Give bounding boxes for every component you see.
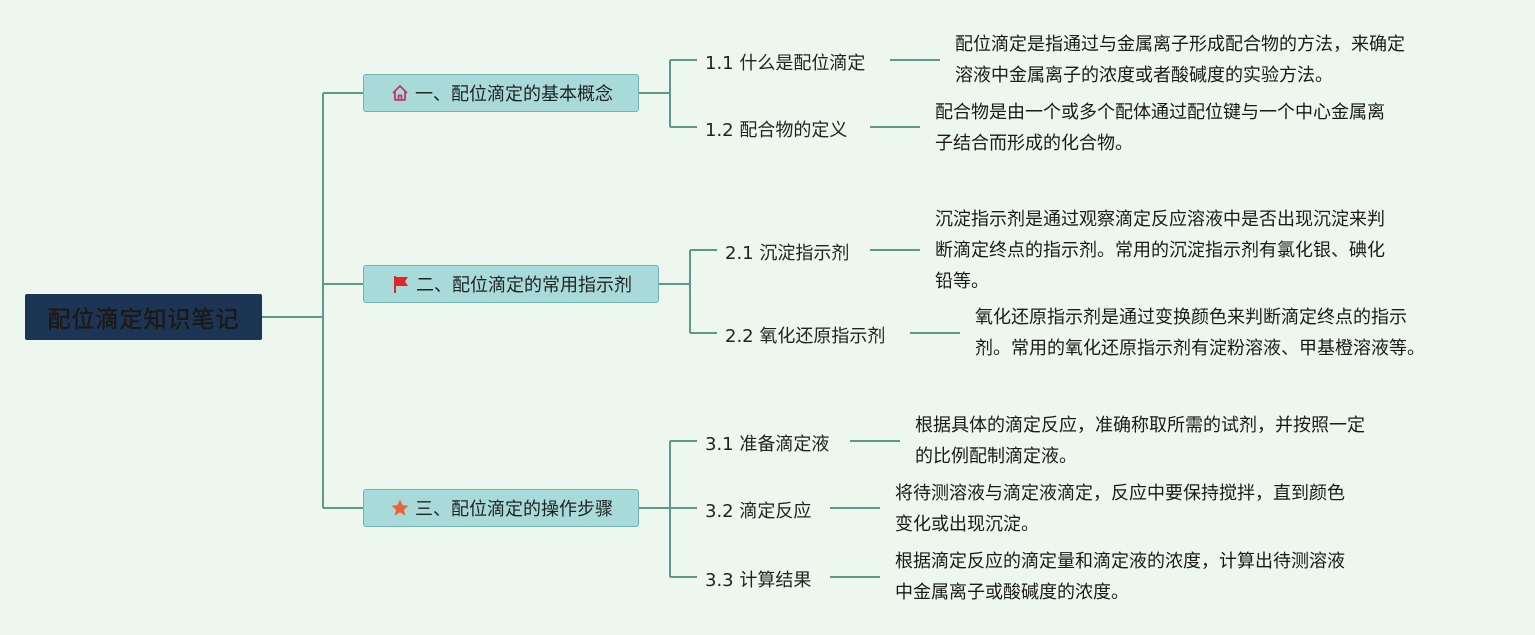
root-title: 配位滴定知识笔记 [47, 307, 240, 333]
desc-1-2: 配合物是由一个或多个配体通过配位键与一个中心金属离 子结合而形成的化合物。 [935, 97, 1385, 159]
desc-line: 剂。常用的氧化还原指示剂有淀粉溶液、甲基橙溶液等。 [975, 338, 1425, 359]
home-icon [389, 82, 411, 104]
sub-node-3-1[interactable]: 3.1 准备滴定液 [705, 434, 830, 455]
desc-line: 子结合而形成的化合物。 [935, 133, 1133, 154]
desc-line: 根据具体的滴定反应，准确称取所需的试剂，并按照一定 [915, 415, 1365, 436]
desc-line: 变化或出现沉淀。 [895, 514, 1039, 535]
branch-label: 三、配位滴定的操作步骤 [415, 499, 613, 520]
star-icon [389, 497, 411, 519]
branch-node-3[interactable]: 三、配位滴定的操作步骤 [363, 489, 639, 527]
desc-line: 氧化还原指示剂是通过变换颜色来判断滴定终点的指示 [975, 307, 1407, 328]
desc-line: 的比例配制滴定液。 [915, 446, 1077, 467]
desc-3-1: 根据具体的滴定反应，准确称取所需的试剂，并按照一定 的比例配制滴定液。 [915, 410, 1365, 472]
branch-label: 一、配位滴定的基本概念 [415, 84, 613, 105]
sub-node-3-3[interactable]: 3.3 计算结果 [705, 570, 812, 591]
desc-line: 沉淀指示剂是通过观察滴定反应溶液中是否出现沉淀来判 [935, 209, 1385, 230]
desc-line: 配位滴定是指通过与金属离子形成配合物的方法，来确定 [955, 34, 1405, 55]
sub-node-1-1[interactable]: 1.1 什么是配位滴定 [705, 53, 866, 74]
desc-2-1: 沉淀指示剂是通过观察滴定反应溶液中是否出现沉淀来判 断滴定终点的指示剂。常用的沉… [935, 204, 1385, 297]
desc-line: 根据滴定反应的滴定量和滴定液的浓度，计算出待测溶液 [895, 551, 1345, 572]
desc-line: 中金属离子或酸碱度的浓度。 [895, 582, 1129, 603]
sub-node-1-2[interactable]: 1.2 配合物的定义 [705, 120, 848, 141]
desc-line: 断滴定终点的指示剂。常用的沉淀指示剂有氯化银、碘化 [935, 240, 1385, 261]
desc-1-1: 配位滴定是指通过与金属离子形成配合物的方法，来确定 溶液中金属离子的浓度或者酸碱… [955, 29, 1405, 91]
sub-node-2-2[interactable]: 2.2 氧化还原指示剂 [725, 326, 886, 347]
sub-node-3-2[interactable]: 3.2 滴定反应 [705, 501, 812, 522]
desc-3-3: 根据滴定反应的滴定量和滴定液的浓度，计算出待测溶液 中金属离子或酸碱度的浓度。 [895, 546, 1345, 608]
branch-node-2[interactable]: 二、配位滴定的常用指示剂 [363, 265, 659, 303]
desc-line: 配合物是由一个或多个配体通过配位键与一个中心金属离 [935, 102, 1385, 123]
desc-line: 铅等。 [935, 271, 989, 292]
branch-node-1[interactable]: 一、配位滴定的基本概念 [363, 74, 639, 112]
desc-line: 溶液中金属离子的浓度或者酸碱度的实验方法。 [955, 65, 1333, 86]
sub-node-2-1[interactable]: 2.1 沉淀指示剂 [725, 243, 850, 264]
desc-line: 将待测溶液与滴定液滴定，反应中要保持搅拌，直到颜色 [895, 483, 1345, 504]
root-node[interactable]: 配位滴定知识笔记 [25, 294, 262, 340]
flag-icon [390, 273, 412, 295]
desc-2-2: 氧化还原指示剂是通过变换颜色来判断滴定终点的指示 剂。常用的氧化还原指示剂有淀粉… [975, 302, 1425, 364]
branch-label: 二、配位滴定的常用指示剂 [416, 275, 632, 296]
desc-3-2: 将待测溶液与滴定液滴定，反应中要保持搅拌，直到颜色 变化或出现沉淀。 [895, 478, 1345, 540]
